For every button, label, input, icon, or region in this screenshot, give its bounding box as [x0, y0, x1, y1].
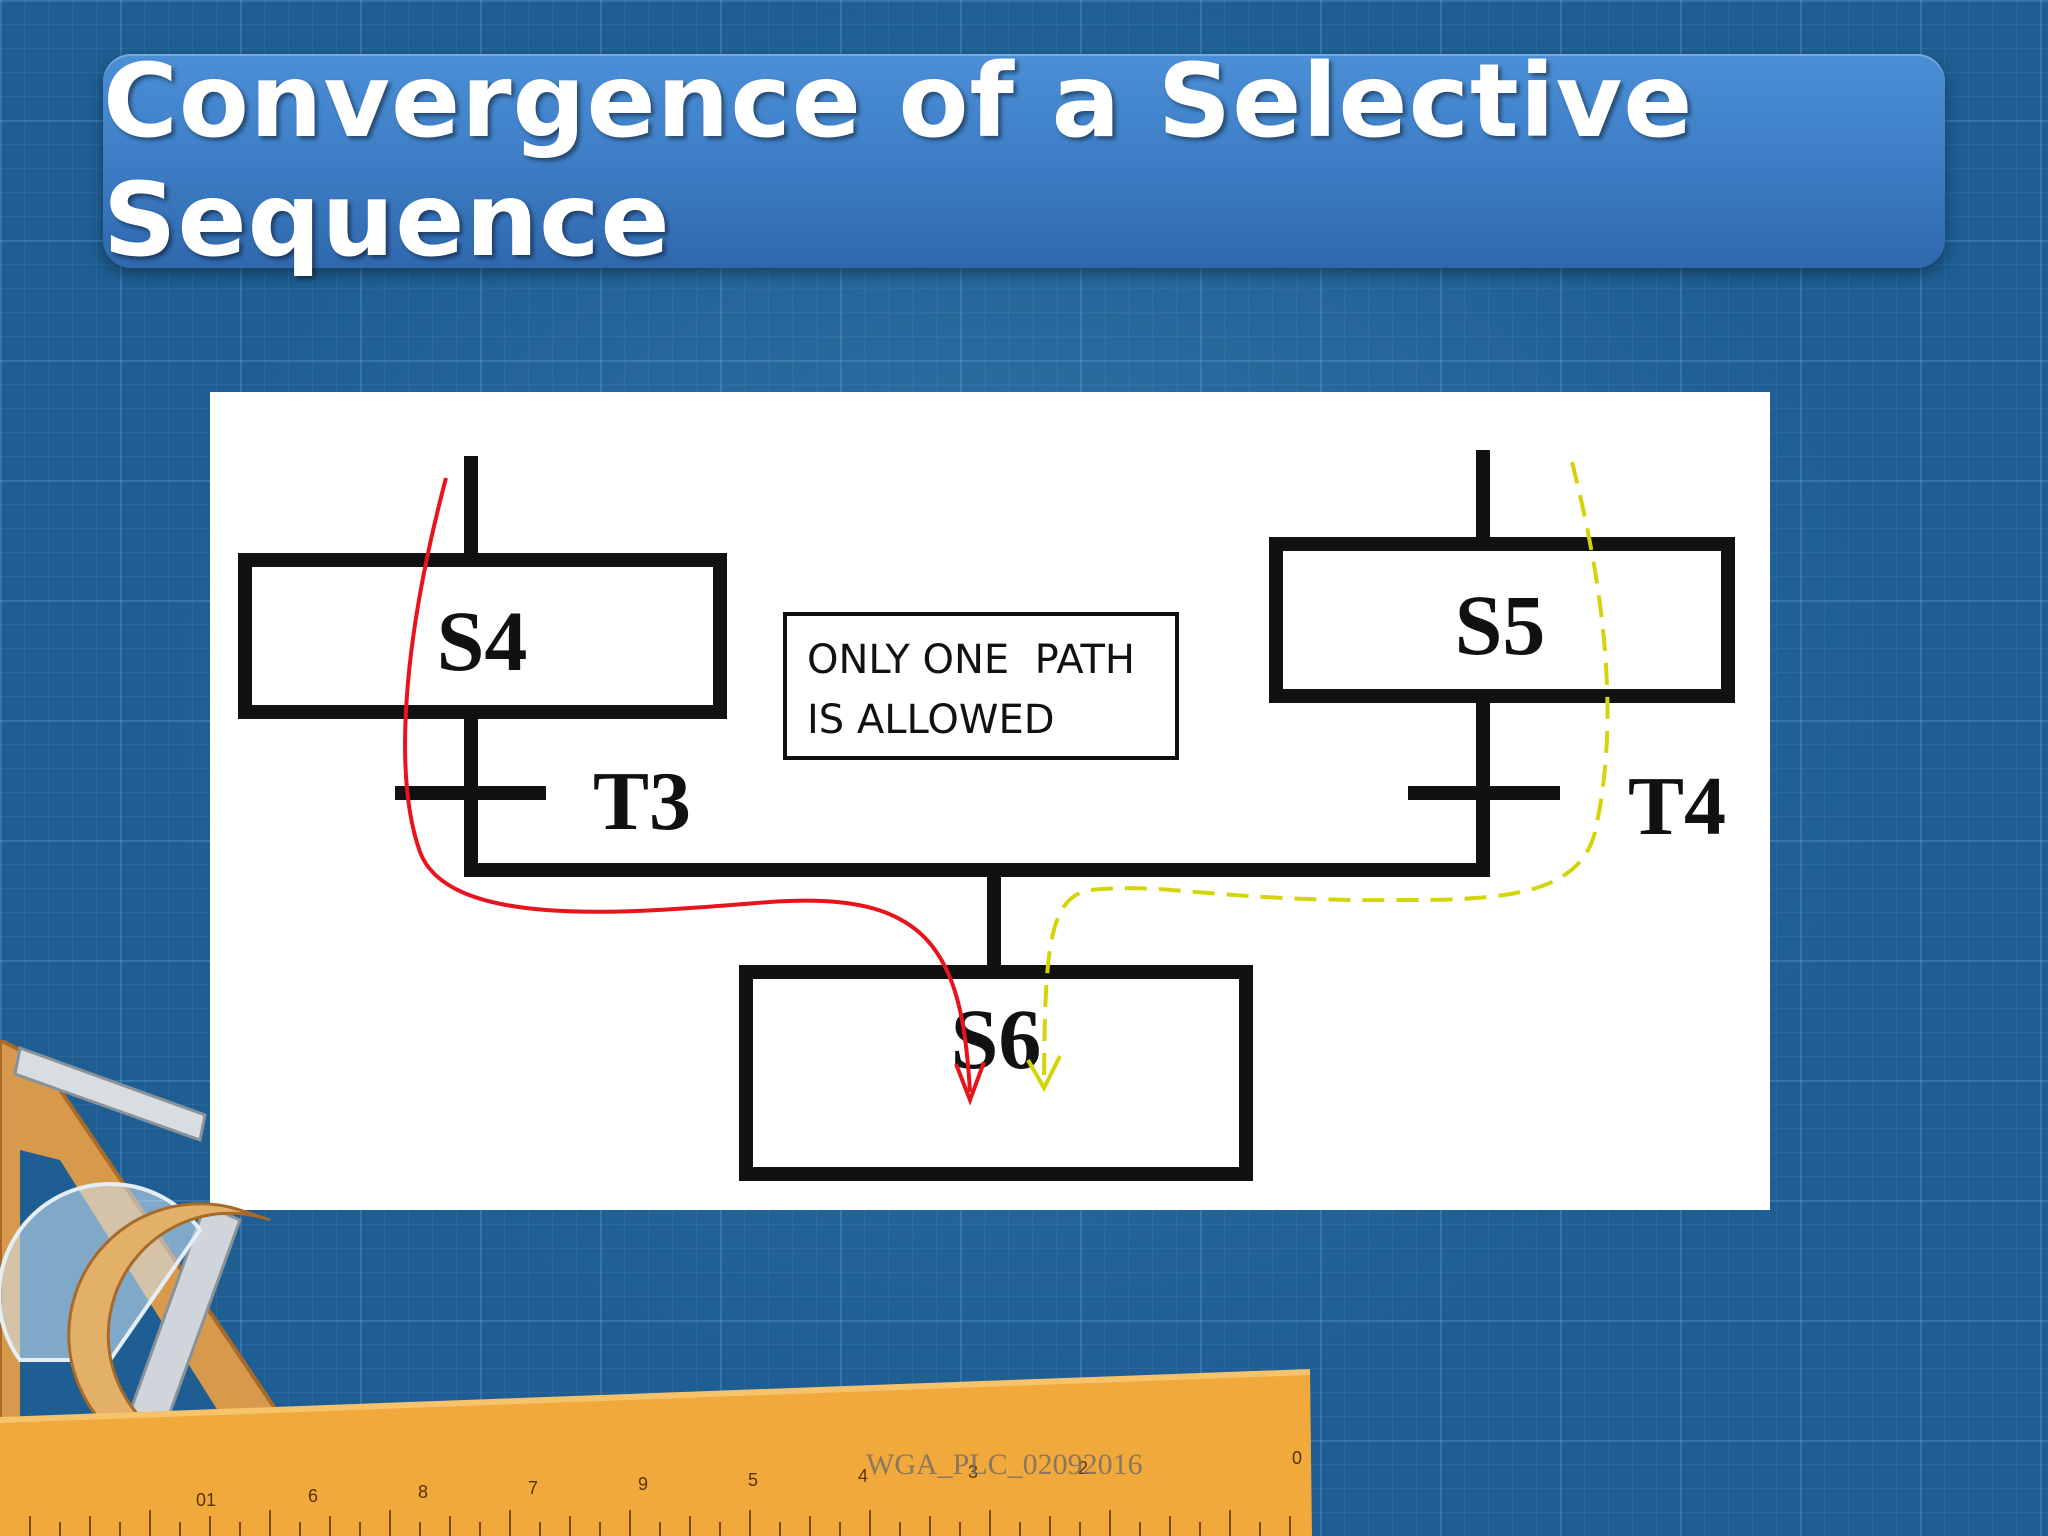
yellow-arrowhead-icon — [1026, 1055, 1062, 1093]
note-line-2: IS ALLOWED — [807, 697, 1055, 743]
sfc-diagram: S4 T3 S5 T4 S6 ONLY ONE PATH IS ALLOWED — [210, 392, 1770, 1210]
watermark-text: WGA_PLC_02092016 — [866, 1448, 1143, 1481]
step-s5-label: S5 — [1455, 577, 1546, 673]
ruler-number: 5 — [748, 1470, 758, 1490]
transition-t3-label: T3 — [593, 755, 691, 848]
red-path-arrow — [403, 477, 972, 1093]
drafting-tools-illustration: 01 6 8 7 9 5 4 3 2 0 — [0, 1040, 1312, 1536]
yellow-ruler-edge — [0, 1369, 1311, 1423]
step-s4-label: S4 — [437, 593, 528, 689]
sfc-diagram-svg: S4 T3 S5 T4 S6 — [238, 450, 1735, 1181]
protractor-orange-icon — [67, 1202, 271, 1462]
ruler-number: 3 — [968, 1462, 978, 1482]
steel-ruler-top-icon — [13, 1045, 207, 1142]
ruler-number: 8 — [418, 1482, 428, 1502]
yellow-dashed-path-arrow — [1042, 461, 1610, 1083]
step-s5-box — [1269, 537, 1735, 703]
step-s6-box — [739, 965, 1253, 1181]
yellow-ruler-ticks — [29, 1510, 1291, 1536]
slide-title: Convergence of a Selective Sequence — [103, 42, 1694, 280]
ruler-number: 9 — [638, 1474, 648, 1494]
ruler-number: 01 — [196, 1490, 216, 1510]
ruler-number: 4 — [858, 1466, 868, 1486]
ruler-number: 2 — [1078, 1458, 1088, 1478]
title-bar: Convergence of a Selective Sequence — [103, 42, 1945, 280]
ruler-number: 7 — [528, 1478, 538, 1498]
note-box: ONLY ONE PATH IS ALLOWED — [783, 612, 1179, 760]
ruler-number: 0 — [1292, 1448, 1302, 1468]
red-arrowhead-icon — [954, 1061, 986, 1106]
yellow-ruler-numbers: 01 6 8 7 9 5 4 3 2 0 — [196, 1448, 1302, 1510]
ruler-number: 6 — [308, 1486, 318, 1506]
yellow-ruler-icon — [0, 1370, 1312, 1536]
transition-t4-label: T4 — [1628, 760, 1726, 853]
note-line-1: ONLY ONE PATH — [807, 637, 1135, 683]
step-s4-box — [238, 553, 727, 719]
